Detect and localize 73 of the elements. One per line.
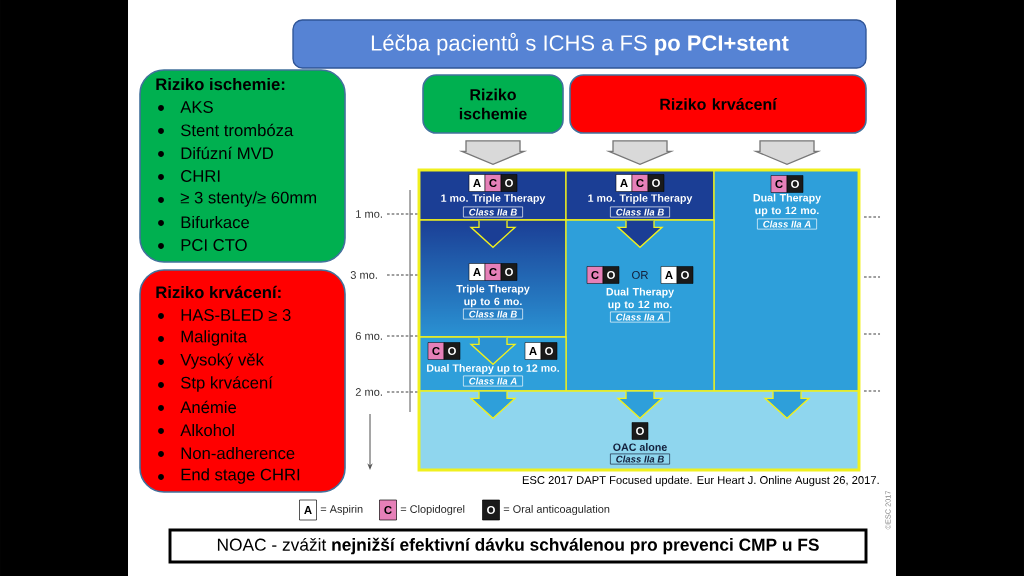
class-tag: Class IIa B [610,206,670,218]
list-item: Malignita [181,330,247,346]
drug-tile: A [660,266,678,284]
list-item: HAS-BLED ≥ 3 [181,309,291,321]
list-item: End stage CHRI [181,468,300,484]
legend-label: = Aspirin [320,504,363,516]
block-arrow [616,220,664,249]
list-item: Anémie [180,400,237,414]
drug-tile: O [676,266,694,284]
list-item: ≥ 3 stenty/≥ 60mm [180,191,316,207]
drug-tile: O [500,263,518,281]
block-arrow [469,220,517,249]
drug-tile: A [615,174,633,192]
drug-tile: A [524,342,542,360]
drug-tile: C [484,174,502,192]
list-item: AKS [180,101,213,113]
class-tag: Class IIa B [463,308,523,320]
class-tag: Class IIa A [757,218,817,230]
time-label: 1 mo. [356,210,382,218]
therapy-label: Dual Therapy up to 12 mo. [427,364,559,374]
list-item: CHRI [181,170,220,182]
block-arrow [469,391,517,420]
list-heading: Riziko ischemie: [156,77,285,91]
drug-tile: O [631,422,649,440]
legend-label: = Oral anticoagulation [503,504,610,516]
title-box: Léčba pacientů s ICHS a FS po PCI+stent [292,19,867,69]
note-box: NOAC - zvážit nejnižší efektivní dávku schválenou pro prevenci CMP u FS [168,528,868,564]
block-arrow [605,140,675,166]
list-item: PCI CTO [181,239,247,251]
risk-header-box: Riziko ischemie [422,74,564,134]
list-item: Alkohol [180,423,234,437]
time-label: 6 mo. [355,332,382,340]
block-arrow [616,391,664,420]
drug-tile: C [427,342,445,360]
drug-tile: C [770,175,788,193]
drug-tile: O [647,174,665,192]
list-item: Difúzní MVD [181,146,273,160]
drug-tile: O [500,174,518,192]
therapy-label: Triple Therapy up to 6 mo. [456,284,530,308]
class-tag: Class IIa A [610,311,670,323]
list-heading: Riziko krvácení: [156,285,281,299]
legend-label: = Clopidogrel [400,504,465,516]
drug-tile: C [484,263,502,281]
class-tag: Class IIa B [463,206,523,218]
list-item: Bifurkace [181,215,249,229]
time-label: 3 mo. [350,271,377,279]
block-arrow [458,140,528,166]
list-item: Vysoký věk [180,353,264,369]
therapy-label: OAC alone [613,443,667,451]
class-tag: Class IIa B [610,453,670,465]
block-arrow [752,140,822,166]
drug-tile: A [468,174,486,192]
drug-tile: O [602,266,620,284]
list-item: Stent trombóza [181,123,294,137]
or-label: OR [632,271,648,279]
therapy-label: Dual Therapy up to 12 mo. [753,193,822,217]
drug-tile: A [468,263,486,281]
drug-tile: O [786,175,804,193]
block-arrow [763,391,811,420]
therapy-label: Dual Therapy up to 12 mo. [606,287,675,311]
citation: ESC 2017 DAPT Focused update. Eur Heart J. Online August 26, 2017. [522,475,879,487]
list-item: Stp krvácení [181,376,273,392]
therapy-label: 1 mo. Triple Therapy [441,194,546,204]
drug-tile: O [443,342,461,360]
risk-header-box: Riziko krvácení [569,74,867,134]
class-tag: Class IIa A [463,375,523,387]
block-arrow [469,337,517,366]
time-label: 2 mo. [355,388,382,396]
drug-tile: C [631,174,649,192]
drug-tile: O [540,342,558,360]
list-item: Non-adherence [181,446,295,460]
drug-tile: C [586,266,604,284]
therapy-label: 1 mo. Triple Therapy [588,194,693,204]
